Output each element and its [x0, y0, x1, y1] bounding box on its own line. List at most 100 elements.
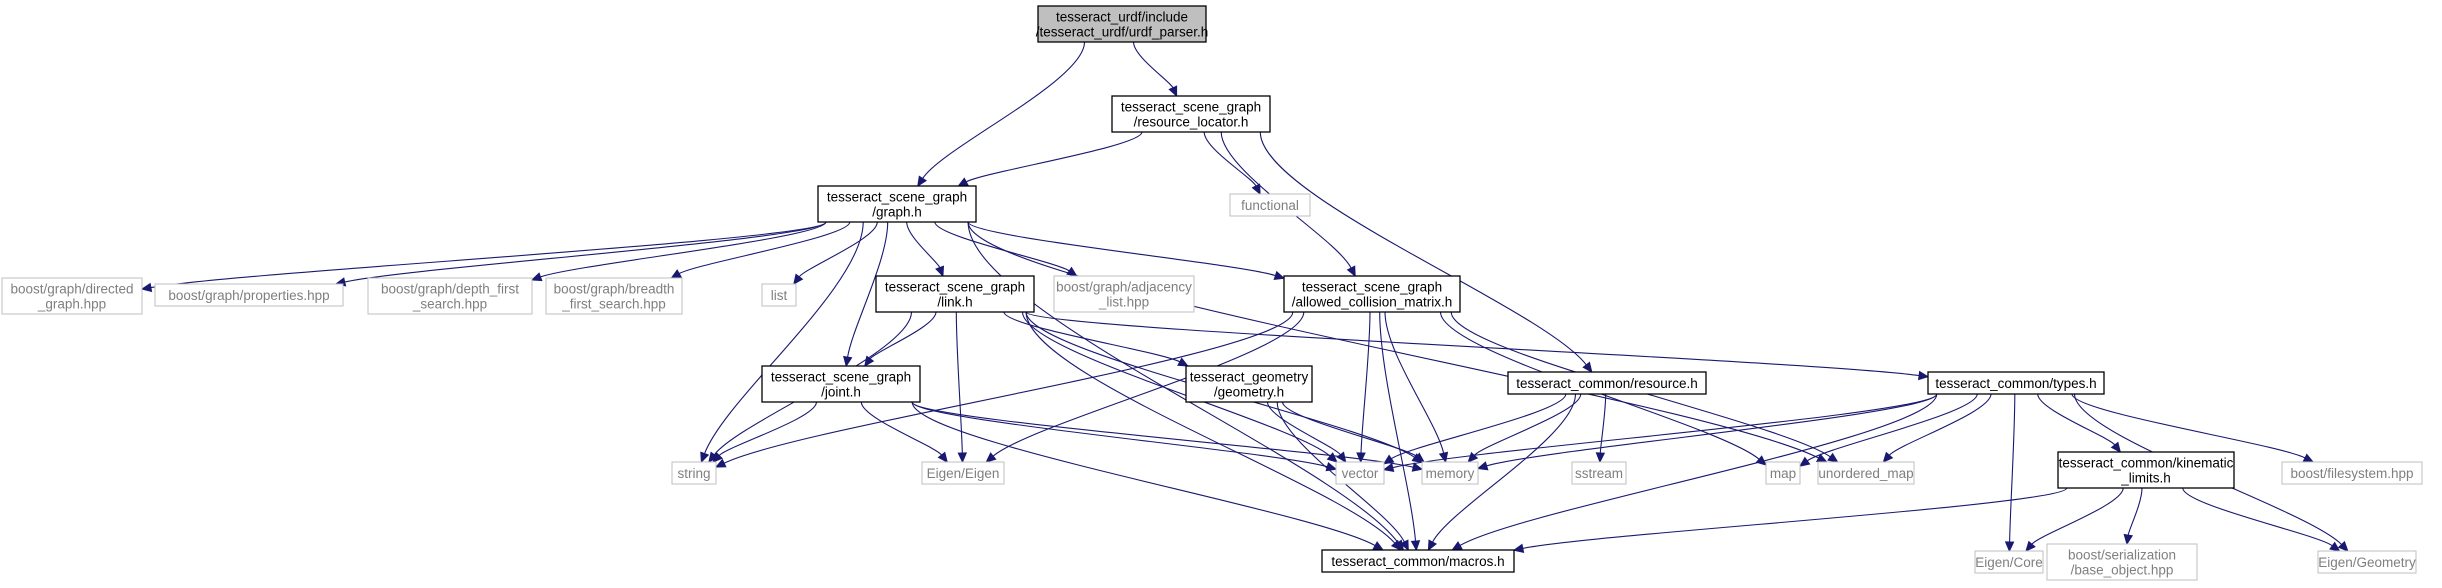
node-joint[interactable]: tesseract_scene_graph/joint.h: [761, 365, 921, 403]
node-label-line: tesseract_common/kinematic: [2059, 456, 2234, 471]
node-box: [1571, 461, 1627, 485]
edge-arrowhead: [700, 451, 710, 464]
node-functional: functional: [1229, 193, 1311, 217]
edge-arrowhead: [1382, 454, 1395, 465]
edge-types-to-vector: [1392, 393, 1938, 469]
node-label-line: tesseract_scene_graph: [771, 370, 911, 385]
node-list: list: [761, 283, 797, 307]
edge-graph-to-list: [798, 221, 878, 278]
node-string: string: [671, 461, 717, 485]
edge-arrowhead: [985, 452, 997, 463]
node-label-line: /geometry.h: [1214, 385, 1284, 400]
edge-graph-to-breadth-first: [678, 221, 851, 275]
node-box: [545, 277, 683, 315]
node-box: [1185, 365, 1313, 403]
node-properties: boost/graph/properties.hpp: [154, 283, 344, 307]
node-label-line: boost/filesystem.hpp: [2290, 466, 2413, 481]
node-box: [1817, 461, 1915, 485]
node-urdf-parser[interactable]: tesseract_urdf/include/tesseract_urdf/ur…: [1036, 5, 1209, 43]
edge-graph-to-macros: [967, 221, 1399, 544]
node-box: [761, 283, 797, 307]
edge-arrowhead: [2302, 453, 2315, 463]
edge-graph-to-link: [906, 221, 941, 268]
edge-resource-to-sstream: [1599, 393, 1607, 454]
node-map: map: [1765, 461, 1801, 485]
node-label-line: tesseract_scene_graph: [885, 280, 1025, 295]
node-box: [1053, 275, 1195, 313]
edge-graph-to-adjacency: [934, 221, 1070, 272]
edge-urdf-parser-to-resource-locator: [1132, 41, 1174, 89]
node-eigen-core: Eigen/Core: [1974, 550, 2044, 574]
node-box: [1974, 550, 2044, 574]
node-label-line: tesseract_scene_graph: [1121, 100, 1261, 115]
node-label-line: _limits.h: [2120, 471, 2171, 486]
node-graph[interactable]: tesseract_scene_graph/graph.h: [817, 185, 977, 223]
node-box: [1283, 275, 1461, 313]
node-box: [154, 283, 344, 307]
edge-arrowhead: [1427, 539, 1438, 552]
node-kinematic-limits[interactable]: tesseract_common/kinematic_limits.h: [2057, 451, 2235, 489]
node-macros[interactable]: tesseract_common/macros.h: [1321, 549, 1515, 573]
edge-arrowhead: [1177, 357, 1189, 367]
node-adjacency: boost/graph/adjacency_list.hpp: [1053, 275, 1195, 313]
node-breadth-first: boost/graph/breadth_first_search.hpp: [545, 277, 683, 315]
node-box: [1927, 371, 2105, 395]
node-types[interactable]: tesseract_common/types.h: [1927, 371, 2105, 395]
node-label-line: _graph.hpp: [37, 297, 106, 312]
edge-arrowhead: [1595, 452, 1606, 464]
edge-arrowhead: [1918, 370, 1930, 381]
node-label-line: /joint.h: [821, 385, 861, 400]
edge-arrowhead: [1325, 462, 1338, 472]
node-geometry[interactable]: tesseract_geometry/geometry.h: [1185, 365, 1313, 403]
node-label-line: tesseract_geometry: [1190, 370, 1309, 385]
edge-resource-locator-to-graph: [965, 131, 1143, 183]
node-link[interactable]: tesseract_scene_graph/link.h: [875, 275, 1035, 313]
node-box: [1421, 461, 1479, 485]
node-label-line: list: [771, 288, 788, 303]
node-box: [2046, 543, 2198, 581]
edge-graph-to-directed-graph: [150, 221, 827, 289]
node-label-line: _list.hpp: [1098, 295, 1149, 310]
edge-geometry-to-vector: [1266, 401, 1341, 456]
node-label-line: string: [677, 466, 710, 481]
node-box: [875, 275, 1035, 313]
edge-resource-to-macros: [1432, 393, 1577, 543]
node-resource[interactable]: tesseract_common/resource.h: [1507, 371, 1707, 395]
node-box: [671, 461, 717, 485]
node-label-line: /resource_locator.h: [1134, 115, 1249, 130]
edge-link-to-macros: [1025, 311, 1396, 544]
edge-arrowhead: [1356, 452, 1366, 464]
node-sstream: sstream: [1571, 461, 1627, 485]
edge-types-to-eigen-core: [2009, 393, 2016, 543]
edge-graph-to-depth-first: [540, 221, 827, 278]
node-box: [1765, 461, 1801, 485]
edge-geometry-to-macros: [1276, 401, 1405, 543]
edge-arrowhead: [1438, 451, 1449, 464]
node-box: [2317, 550, 2417, 574]
node-filesystem: boost/filesystem.hpp: [2281, 461, 2423, 485]
node-label-line: boost/graph/breadth: [554, 282, 675, 297]
node-acm[interactable]: tesseract_scene_graph/allowed_collision_…: [1283, 275, 1461, 313]
edge-arrowhead: [1399, 539, 1409, 552]
edge-acm-to-string: [723, 311, 1294, 464]
edge-arrowhead: [937, 451, 948, 463]
edge-types-to-map: [1806, 393, 1978, 462]
edge-types-to-unordered-map: [1888, 393, 1992, 456]
node-label-line: Eigen/Eigen: [927, 466, 1000, 481]
edge-arrowhead: [2123, 533, 2134, 546]
edge-kinematic-limits-to-macros: [1522, 487, 2068, 549]
edge-types-to-kinematic-limits: [2037, 393, 2116, 446]
edge-arrowhead: [2337, 540, 2349, 552]
node-label-line: /link.h: [937, 295, 972, 310]
edge-arrowhead: [670, 269, 683, 279]
node-box: [921, 461, 1005, 485]
node-label-line: Eigen/Geometry: [2318, 555, 2416, 570]
edge-arrowhead: [1251, 183, 1261, 196]
edge-arrowhead: [714, 458, 727, 468]
node-resource-locator[interactable]: tesseract_scene_graph/resource_locator.h: [1111, 95, 1271, 133]
edge-arrowhead: [2329, 541, 2341, 552]
edge-kinematic-limits-to-base-object: [2127, 487, 2143, 536]
edge-link-to-types: [1025, 311, 1920, 377]
node-label-line: _search.hpp: [412, 297, 487, 312]
edge-acm-to-eigen: [992, 311, 1305, 457]
